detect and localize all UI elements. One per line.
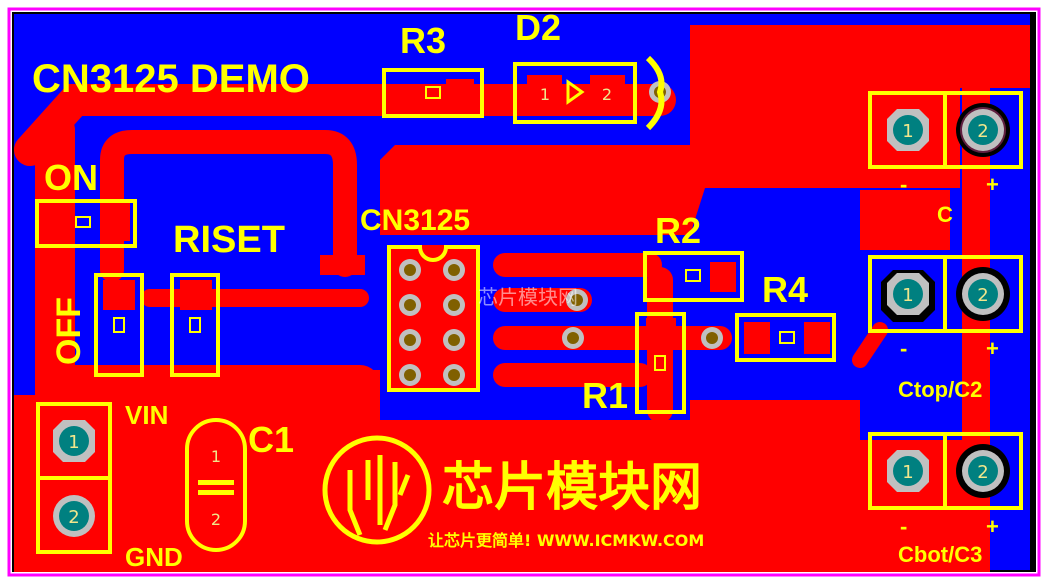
led-d2[interactable]: 1 2 [513, 55, 665, 131]
ic-pins [399, 259, 465, 386]
trace-left [35, 110, 380, 405]
trace-ctop [852, 322, 888, 368]
copper-region-c [860, 190, 950, 250]
terminal-c[interactable]: 1 2 [868, 91, 1023, 169]
label-gnd: GND [125, 542, 183, 572]
led-outline-arc [645, 55, 665, 131]
capacitor-c1[interactable]: 1 2 [185, 418, 247, 552]
via [566, 289, 588, 311]
svg-text:1: 1 [902, 462, 913, 483]
svg-text:-: - [900, 336, 907, 361]
svg-text:2: 2 [977, 121, 988, 142]
via [701, 327, 723, 349]
label-r1: R1 [582, 375, 628, 416]
board-outline [7, 7, 1041, 577]
label-r2: R2 [655, 210, 701, 251]
terminal-vin-gnd[interactable]: 1 2 [36, 402, 112, 554]
svg-text:2: 2 [977, 462, 988, 483]
label-r4: R4 [762, 269, 808, 310]
svg-text:2: 2 [602, 85, 612, 104]
svg-text:+: + [986, 336, 999, 361]
label-c: C [937, 202, 953, 227]
copper-region-top-middle [380, 145, 705, 235]
trace-loop [100, 130, 357, 282]
ic-cn3125-dip8[interactable] [387, 245, 480, 392]
resistor-r3[interactable] [382, 68, 484, 118]
svg-text:1: 1 [211, 447, 221, 466]
label-on: ON [44, 157, 98, 198]
watermark: 芯片模块网 [478, 285, 578, 309]
label-cbot: Cbot/C3 [898, 542, 982, 567]
label-riset: RISET [173, 219, 285, 261]
copper-region-bottom [14, 370, 962, 572]
logo-icmkw: 芯片模块网 让芯片更简单! WWW.ICMKW.COM [322, 435, 704, 550]
terminal-ctop-c2[interactable]: 1 2 [868, 255, 1023, 333]
terminal-cbot-c3[interactable]: 1 2 [868, 432, 1023, 510]
label-r3: R3 [400, 20, 446, 61]
label-c1: C1 [248, 419, 294, 460]
svg-text:+: + [986, 172, 999, 197]
logo-name: 芯片模块网 [442, 458, 702, 518]
diode-symbol-icon [566, 79, 585, 105]
label-d2: D2 [515, 7, 561, 48]
resistor-r4[interactable] [735, 313, 836, 362]
svg-text:2: 2 [68, 507, 79, 528]
logo-chip-icon [322, 435, 432, 545]
logo-slogan: 让芯片更简单! WWW.ICMKW.COM [428, 531, 704, 550]
label-ic: CN3125 [360, 204, 470, 237]
label-ctop: Ctop/C2 [898, 377, 982, 402]
board-title: CN3125 DEMO [32, 57, 310, 101]
silkscreen-labels: CN3125 DEMO R3 D2 ON OFF RISET CN3125 R2… [32, 7, 999, 572]
resistor-off-1[interactable] [94, 273, 144, 377]
svg-text:1: 1 [902, 285, 913, 306]
svg-text:-: - [900, 514, 907, 539]
svg-text:2: 2 [211, 510, 221, 529]
svg-text:-: - [900, 172, 907, 197]
resistor-on[interactable] [35, 199, 137, 248]
svg-text:1: 1 [540, 85, 550, 104]
svg-text:2: 2 [977, 285, 988, 306]
svg-text:+: + [986, 514, 999, 539]
label-vin: VIN [125, 400, 168, 430]
svg-text:1: 1 [902, 121, 913, 142]
resistor-r2[interactable] [643, 251, 744, 302]
label-off: OFF [50, 297, 88, 365]
via [562, 327, 584, 349]
resistor-r1[interactable] [635, 312, 686, 414]
svg-text:1: 1 [68, 432, 79, 453]
resistor-off-2[interactable] [170, 273, 220, 377]
